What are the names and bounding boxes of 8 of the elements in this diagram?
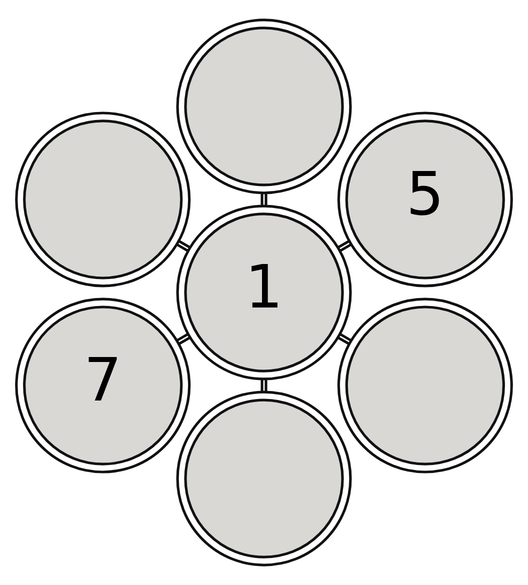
connector	[260, 193, 268, 206]
node-circle	[176, 18, 352, 194]
connector	[176, 240, 191, 252]
connector	[337, 240, 352, 252]
connector	[337, 332, 352, 345]
connector	[176, 332, 191, 345]
node-circle	[176, 390, 352, 566]
connector	[260, 379, 268, 392]
